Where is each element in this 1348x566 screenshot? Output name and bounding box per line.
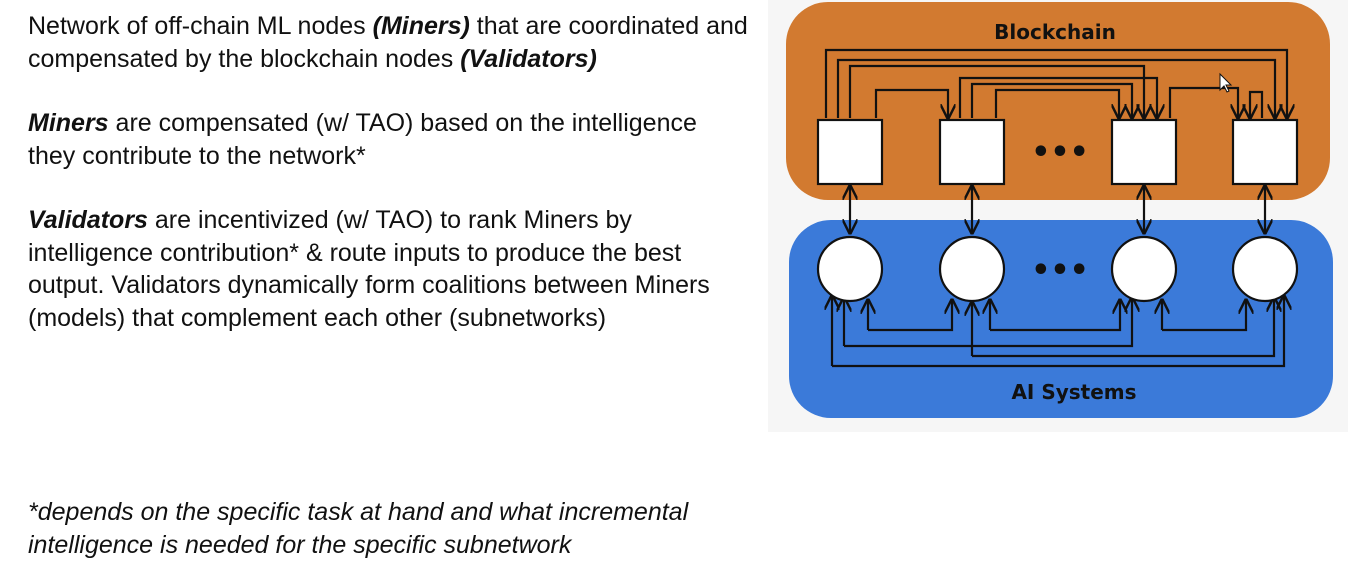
p1-miners-term: (Miners) [372, 12, 470, 40]
p2-miners-term: Miners [28, 109, 109, 137]
miner-ellipsis: ••• [1031, 253, 1089, 288]
bottom-link-3-right [868, 300, 952, 332]
p1-text-c: that are coordinated and compensated by … [28, 12, 748, 73]
top-link-7 [994, 88, 1119, 118]
architecture-diagram: Blockchain AI Systems [768, 0, 1348, 432]
validator-node-1 [816, 118, 884, 186]
blockchain-panel [786, 2, 1330, 200]
p3-validators-term: Validators [28, 206, 148, 234]
bottom-link-6-right [1162, 300, 1246, 332]
top-link-5 [958, 76, 1157, 118]
top-link-8 [1168, 86, 1238, 118]
top-link-outer [824, 48, 1287, 118]
paragraph-validators: Validators are incentivized (w/ TAO) to … [28, 204, 748, 334]
p2-text-b: are compensated (w/ TAO) based on the in… [28, 109, 697, 170]
validator-node-2 [938, 118, 1006, 186]
paragraph-miners: Miners are compensated (w/ TAO) based on… [28, 107, 748, 172]
blockchain-label: Blockchain [994, 20, 1116, 44]
miner-nodes [816, 235, 1299, 303]
top-link-9 [1250, 90, 1264, 118]
p3-text-b: are incentivized (w/ TAO) to rank Miners… [28, 206, 710, 332]
miner-node-3 [1110, 235, 1178, 303]
ai-connections [832, 296, 1284, 368]
top-link-6 [970, 82, 1132, 118]
miner-node-2 [938, 235, 1006, 303]
validator-ellipsis: ••• [1031, 135, 1089, 170]
validator-node-4 [1231, 118, 1299, 186]
p1-text-a: Network of off-chain ML nodes [28, 12, 373, 40]
cursor-icon [1219, 72, 1233, 93]
ai-systems-label: AI Systems [1011, 380, 1136, 404]
paragraph-network: Network of off-chain ML nodes (Miners) t… [28, 10, 748, 75]
validator-nodes [816, 118, 1299, 186]
bottom-link-5-right [990, 300, 1120, 332]
validator-node-3 [1110, 118, 1178, 186]
bottom-link-outer-right [832, 296, 1284, 368]
diagram-svg: Blockchain AI Systems [768, 0, 1348, 432]
vertical-connections [850, 186, 1265, 233]
bottom-link-2-right [844, 298, 1132, 348]
top-link-2 [836, 58, 1275, 118]
top-link-3 [848, 64, 1144, 118]
ai-systems-panel [789, 220, 1333, 418]
blockchain-connections [824, 48, 1287, 118]
text-column: Network of off-chain ML nodes (Miners) t… [28, 10, 748, 334]
miner-node-1 [816, 235, 884, 303]
miner-node-4 [1231, 235, 1299, 303]
p1-validators-term: (Validators) [460, 44, 597, 73]
footnote: *depends on the specific task at hand an… [28, 498, 689, 559]
top-link-4 [874, 88, 948, 118]
bottom-link-4-right [972, 298, 1274, 358]
